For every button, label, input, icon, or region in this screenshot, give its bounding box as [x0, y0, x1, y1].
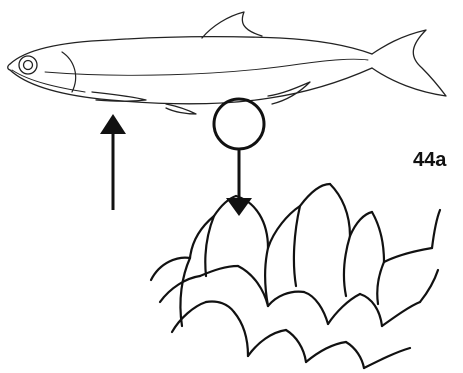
scale-detail — [151, 184, 440, 368]
pelvic-fin — [166, 104, 196, 114]
arrow-down-icon — [226, 149, 252, 216]
dorsal-fin — [202, 12, 262, 38]
arrow-up-icon — [100, 114, 126, 210]
fish-eye — [19, 56, 37, 74]
magnifier-circle — [214, 99, 264, 149]
caudal-fin — [372, 30, 446, 96]
figure-label: 44a — [413, 150, 446, 170]
fish-outline — [8, 37, 372, 104]
pectoral-fin — [92, 92, 146, 101]
gill-cover — [62, 52, 76, 92]
anal-fin — [268, 82, 310, 104]
